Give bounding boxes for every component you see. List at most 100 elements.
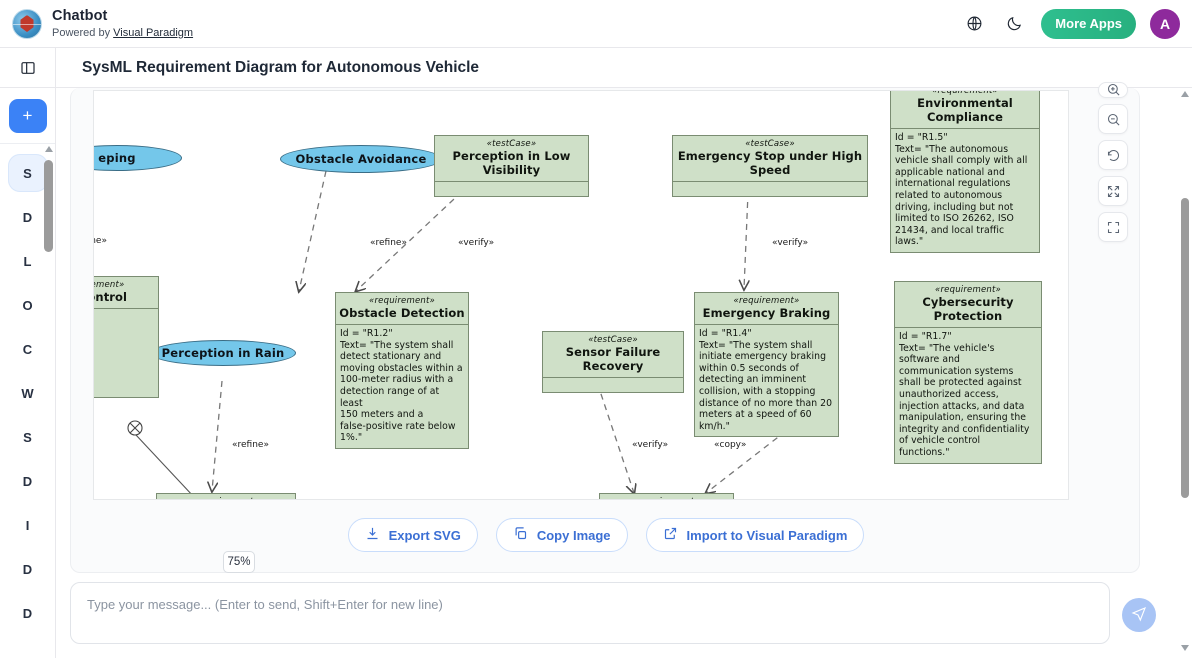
sidebar-item-8[interactable]: I: [25, 517, 30, 533]
node-body: Id = "R1.4" Text= "The system shall init…: [695, 325, 838, 436]
usecase-obstacle-avoidance[interactable]: Obstacle Avoidance: [280, 145, 442, 173]
panel-toggle-icon[interactable]: [0, 48, 56, 87]
node-body-line: software and: [899, 354, 960, 366]
node-stereotype: «testCase»: [745, 139, 795, 149]
powered-by: Powered by Visual Paradigm: [52, 27, 193, 40]
node-name: ise Control: [94, 290, 128, 304]
node-name: Emergency Braking: [702, 306, 831, 320]
node-body-line: 100-meter radius with a: [340, 374, 454, 386]
node-body-line: vehicle shall comply with all: [895, 155, 1028, 167]
requirement-emergency-braking[interactable]: «requirement» Emergency Braking Id = "R1…: [694, 292, 839, 438]
node-body-line: moving obstacles within a: [340, 362, 463, 374]
node-stereotype: «requirement»: [935, 285, 1001, 295]
sidebar-item-3[interactable]: O: [22, 297, 33, 313]
node-id-line: Id = "R1.5": [895, 132, 948, 143]
zoom-in-icon[interactable]: [1098, 82, 1128, 98]
sidebar: + S D L O C W S D I D D: [0, 88, 56, 658]
node-body-line: collision, with a stopping: [699, 385, 816, 397]
page-scroll-thumb[interactable]: [1181, 198, 1189, 498]
export-svg-label: Export SVG: [388, 527, 461, 543]
node-body-line: limited to ISO 26262, ISO: [895, 213, 1014, 225]
sidebar-item-5[interactable]: W: [21, 385, 34, 401]
powered-by-prefix: Powered by: [52, 26, 114, 39]
sidebar-item-9[interactable]: D: [22, 561, 33, 577]
assistant-message-card: eping Obstacle Avoidance Perception in R…: [70, 82, 1140, 573]
zoom-out-icon[interactable]: [1098, 104, 1128, 134]
requirement-cybersecurity-protection[interactable]: «requirement» Cybersecurity Protection I…: [894, 281, 1042, 464]
avatar[interactable]: A: [1150, 8, 1180, 39]
message-input[interactable]: [70, 582, 1110, 644]
node-body: Id = "R1.2" Text= "The system shall dete…: [336, 325, 468, 448]
diagram-viewport[interactable]: eping Obstacle Avoidance Perception in R…: [93, 90, 1069, 500]
sidebar-item-0[interactable]: S: [7, 154, 48, 192]
reset-view-icon[interactable]: [1098, 140, 1128, 170]
node-body-line: 1%.": [340, 432, 363, 444]
sidebar-scroll-thumb[interactable]: [44, 160, 53, 252]
node-name: Cybersecurity Protection: [922, 295, 1014, 323]
node-body-line: communication systems: [899, 365, 1014, 377]
node-body: Id = "R1.7" Text= "The vehicle's softwar…: [895, 328, 1041, 463]
testcase-sensor-failure-recovery[interactable]: «testCase» Sensor Failure Recovery: [542, 331, 684, 393]
node-body: icle shall e distance e ahead cruise ng …: [94, 309, 158, 397]
page-scroll-up-icon[interactable]: [1181, 91, 1189, 97]
requirement-adaptive-cruise-control[interactable]: «requirement» ise Control icle shall e d…: [94, 276, 159, 399]
node-body-line: Text= "The system shall: [699, 339, 813, 351]
edge-label-refine-rain: «refine»: [232, 440, 269, 450]
globe-icon[interactable]: [961, 11, 987, 37]
title-bar: SysML Requirement Diagram for Autonomous…: [0, 48, 1192, 88]
testcase-emergency-stop-under-high-speed[interactable]: «testCase» Emergency Stop under High Spe…: [672, 135, 868, 197]
edge-label-refine-lane: «refine»: [94, 236, 107, 246]
sidebar-item-1[interactable]: D: [22, 209, 33, 225]
node-body-line: detecting an imminent: [699, 374, 807, 386]
node-body-line: functions.": [899, 446, 950, 458]
sidebar-scrollbar[interactable]: [44, 146, 53, 658]
node-body-line: false-positive rate below: [340, 420, 456, 432]
download-icon: [365, 526, 380, 544]
scroll-up-icon[interactable]: [44, 146, 53, 155]
requirement-obstacle-detection[interactable]: «requirement» Obstacle Detection Id = "R…: [335, 292, 469, 449]
diagram-toolbar: [1098, 82, 1130, 248]
brand: Chatbot Powered by Visual Paradigm: [0, 8, 193, 39]
node-body-line: manipulation, ensuring the: [899, 412, 1027, 424]
usecase-perception-in-rain[interactable]: Perception in Rain: [150, 340, 296, 366]
requirement-sensor-fusion-accuracy[interactable]: «requirement» Sensor Fusion Accuracy: [156, 493, 296, 499]
requirement-environmental-compliance[interactable]: «requirement» Environmental Compliance I…: [890, 91, 1040, 253]
node-name: Obstacle Detection: [339, 306, 465, 320]
copy-image-label: Copy Image: [536, 527, 611, 543]
sidebar-item-6[interactable]: S: [23, 429, 32, 445]
node-body-line: meters at a speed of 60: [699, 409, 812, 421]
usecase-label-0: eping: [98, 151, 136, 165]
send-button[interactable]: [1122, 598, 1156, 632]
node-body-line: integrity and confidentiality: [899, 423, 1030, 435]
page-scroll-down-icon[interactable]: [1181, 645, 1189, 651]
new-chat-button[interactable]: +: [8, 98, 47, 133]
fit-screen-icon[interactable]: [1098, 176, 1128, 206]
export-svg-button[interactable]: Export SVG: [347, 518, 478, 552]
sidebar-item-10[interactable]: D: [22, 605, 33, 621]
node-name: Emergency Stop under High Speed: [677, 149, 863, 177]
node-body-line: Text= "The vehicle's: [899, 342, 995, 354]
app-header: Chatbot Powered by Visual Paradigm More …: [0, 0, 1192, 48]
visual-paradigm-link[interactable]: Visual Paradigm: [113, 26, 194, 39]
more-apps-button[interactable]: More Apps: [1041, 8, 1136, 39]
node-stereotype: «requirement»: [733, 296, 800, 306]
page-scrollbar[interactable]: [1178, 88, 1192, 658]
import-to-visual-paradigm-button[interactable]: Import to Visual Paradigm: [645, 518, 865, 552]
moon-icon[interactable]: [1001, 11, 1027, 37]
requirement-bottom-clipped[interactable]: «requirement»: [599, 493, 734, 499]
sidebar-item-7[interactable]: D: [22, 473, 33, 489]
fullscreen-icon[interactable]: [1098, 212, 1128, 242]
node-body-line: 150 meters and a: [340, 409, 424, 421]
node-id-line: Id = "R1.2": [340, 328, 393, 339]
node-body-line: distance of no more than 20: [699, 397, 833, 409]
copy-image-button[interactable]: Copy Image: [495, 518, 628, 552]
sidebar-item-4[interactable]: C: [22, 341, 33, 357]
sidebar-item-2[interactable]: L: [23, 253, 32, 269]
edge-label-verify-emergency-stop: «verify»: [772, 238, 809, 248]
node-body-line: detect stationary and: [340, 351, 442, 363]
node-body-line: e ahead: [94, 335, 154, 347]
diagram-canvas[interactable]: eping Obstacle Avoidance Perception in R…: [94, 91, 1068, 499]
testcase-perception-in-low-visibility[interactable]: «testCase» Perception in Low Visibility: [434, 135, 589, 197]
page-title: SysML Requirement Diagram for Autonomous…: [82, 58, 480, 76]
send-icon: [1131, 606, 1147, 625]
